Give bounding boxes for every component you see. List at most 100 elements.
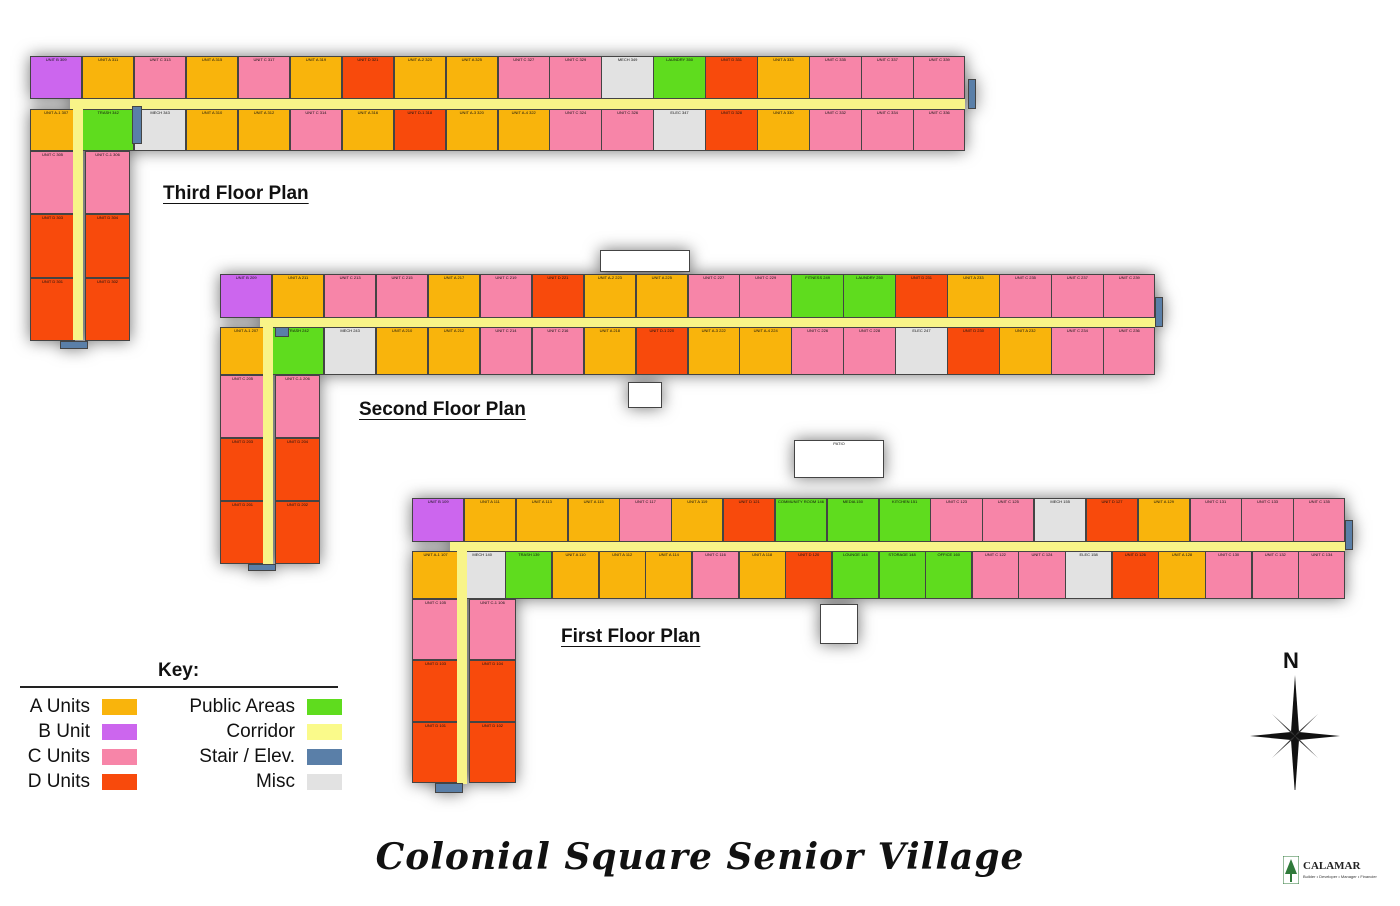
- room-unit-d-1-220: UNIT D-1 220: [635, 327, 688, 375]
- room-unit-a-128: UNIT A 128: [1158, 551, 1206, 599]
- legend-item: B Unit: [20, 721, 137, 743]
- room-unit-c-237: UNIT C 237: [1051, 274, 1104, 318]
- legend-item: Misc: [170, 771, 342, 793]
- room-unit-a-212: UNIT A 212: [427, 327, 481, 375]
- room-unit-a-119: UNIT A 119: [671, 498, 724, 542]
- room-mech-349: MECH 349: [601, 56, 654, 99]
- room-unit-c-215: UNIT C 215: [375, 274, 429, 318]
- patio-label: PATIO: [833, 441, 845, 446]
- room-unit-a-310: UNIT A 310: [185, 109, 239, 151]
- room-unit-a-217: UNIT A 217: [427, 274, 481, 318]
- room-unit-c-317: UNIT C 317: [237, 56, 291, 99]
- room-unit-c-337: UNIT C 337: [861, 56, 914, 99]
- room-unit-c-332: UNIT C 332: [809, 109, 862, 151]
- room-fitness-249: FITNESS 249: [791, 274, 844, 318]
- room-unit-c-117: UNIT C 117: [619, 498, 672, 542]
- room-unit-a-2-323: UNIT A-2 323: [393, 56, 447, 99]
- room-unit-a-111: UNIT A 111: [463, 498, 517, 542]
- room-unit-a-232: UNIT A 232: [999, 327, 1052, 375]
- room-unit-a-330: UNIT A 330: [757, 109, 810, 151]
- second-floor-plan-title: Second Floor Plan: [359, 399, 526, 420]
- room-unit-a-114: UNIT A 114: [645, 551, 693, 599]
- room-unit-c-122: UNIT C 122: [971, 551, 1019, 599]
- room-unit-c-329: UNIT C 329: [549, 56, 602, 99]
- legend-item: A Units: [20, 696, 137, 718]
- compass: N: [1250, 648, 1340, 790]
- room-unit-a-4-322: UNIT A-4 322: [497, 109, 550, 151]
- room-unit-c-339: UNIT C 339: [913, 56, 966, 99]
- room-unit-d-303: UNIT D 303: [30, 214, 75, 278]
- room-kitchen-151: KITCHEN 151: [878, 498, 931, 542]
- room-laundry-250: LAUNDRY 250: [843, 274, 896, 318]
- room-unit-c-226: UNIT C 226: [791, 327, 844, 375]
- first-floor-plan-title: First Floor Plan: [561, 626, 701, 647]
- third-floor-stair-east: [968, 79, 976, 109]
- room-unit-a-325: UNIT A 325: [445, 56, 498, 99]
- second-floor-courtyard-north: [600, 250, 690, 272]
- room-unit-c-327: UNIT C 327: [497, 56, 550, 99]
- room-unit-a-110: UNIT A 110: [551, 551, 600, 599]
- first-floor-entry: [820, 604, 858, 644]
- room-unit-a-311: UNIT A 311: [81, 56, 135, 99]
- first-floor-corridor-main: [450, 542, 1345, 551]
- legend-divider: [20, 686, 338, 688]
- room-media-150: MEDIA 150: [826, 498, 879, 542]
- room-mech-155: MECH 155: [1034, 498, 1087, 542]
- room-unit-d-231: UNIT D 231: [895, 274, 948, 318]
- second-floor-courtyard-south: [628, 382, 662, 408]
- room-unit-d-304: UNIT D 304: [85, 214, 130, 278]
- calamar-logo: CALAMAR Builder • Developer • Manager • …: [1283, 856, 1377, 886]
- room-unit-a-315: UNIT A 315: [185, 56, 239, 99]
- room-unit-c-135: UNIT C 135: [1293, 498, 1346, 542]
- room-unit-c-132: UNIT C 132: [1251, 551, 1299, 599]
- room-unit-d-221: UNIT D 221: [531, 274, 585, 318]
- room-unit-d-127: UNIT D 127: [1085, 498, 1139, 542]
- legend-item: C Units: [20, 746, 137, 768]
- room-laundry-350: LAUNDRY 350: [653, 56, 706, 99]
- room-unit-a-225: UNIT A 225: [635, 274, 688, 318]
- room-unit-c-239: UNIT C 239: [1103, 274, 1156, 318]
- room-unit-c-214: UNIT C 214: [479, 327, 533, 375]
- room-unit-d-120: UNIT D 120: [785, 551, 833, 599]
- room-unit-a-129: UNIT A 129: [1137, 498, 1190, 542]
- legend-item: Stair / Elev.: [170, 746, 342, 768]
- room-unit-a-319: UNIT A 319: [289, 56, 343, 99]
- room-unit-b-309: UNIT B 309: [30, 56, 83, 99]
- room-unit-c-314: UNIT C 314: [289, 109, 343, 151]
- room-unit-c-235: UNIT C 235: [999, 274, 1052, 318]
- room-trash-342: TRASH 342: [81, 109, 135, 151]
- third-floor-corridor-wing: [73, 104, 83, 340]
- room-unit-a-3-222: UNIT A-3 222: [687, 327, 740, 375]
- room-unit-c-336: UNIT C 336: [913, 109, 966, 151]
- room-unit-d-302: UNIT D 302: [85, 277, 130, 341]
- room-unit-a-333: UNIT A 333: [757, 56, 810, 99]
- room-unit-a-218: UNIT A 218: [583, 327, 637, 375]
- room-unit-d-201: UNIT D 201: [220, 501, 265, 564]
- room-unit-a-211: UNIT A 211: [271, 274, 325, 318]
- room-unit-c-313: UNIT C 313: [133, 56, 187, 99]
- legend-label: A Units: [29, 696, 90, 717]
- room-unit-a-233: UNIT A 233: [947, 274, 1000, 318]
- first-floor-stair-east: [1345, 520, 1353, 550]
- room-unit-c-334: UNIT C 334: [861, 109, 914, 151]
- room-unit-a-115: UNIT A 115: [567, 498, 620, 542]
- room-unit-d-321: UNIT D 321: [341, 56, 395, 99]
- room-unit-d-102: UNIT D 102: [469, 721, 516, 783]
- legend-label: C Units: [27, 746, 90, 767]
- room-unit-d-101: UNIT D 101: [412, 721, 459, 783]
- room-unit-a-3-320: UNIT A-3 320: [445, 109, 498, 151]
- legend-swatch: [307, 724, 342, 740]
- room-unit-a-210: UNIT A 210: [375, 327, 429, 375]
- legend-swatch: [307, 699, 342, 715]
- logo-name: CALAMAR: [1303, 860, 1361, 872]
- legend-title: Key:: [158, 660, 200, 681]
- room-unit-b-209: UNIT B 209: [220, 274, 273, 318]
- room-unit-c-133: UNIT C 133: [1241, 498, 1294, 542]
- room-unit-d-121: UNIT D 121: [723, 498, 776, 542]
- room-unit-c-335: UNIT C 335: [809, 56, 862, 99]
- legend-swatch: [307, 749, 342, 765]
- room-unit-c-1-306: UNIT C-1 306: [85, 151, 130, 215]
- room-unit-c-134: UNIT C 134: [1298, 551, 1346, 599]
